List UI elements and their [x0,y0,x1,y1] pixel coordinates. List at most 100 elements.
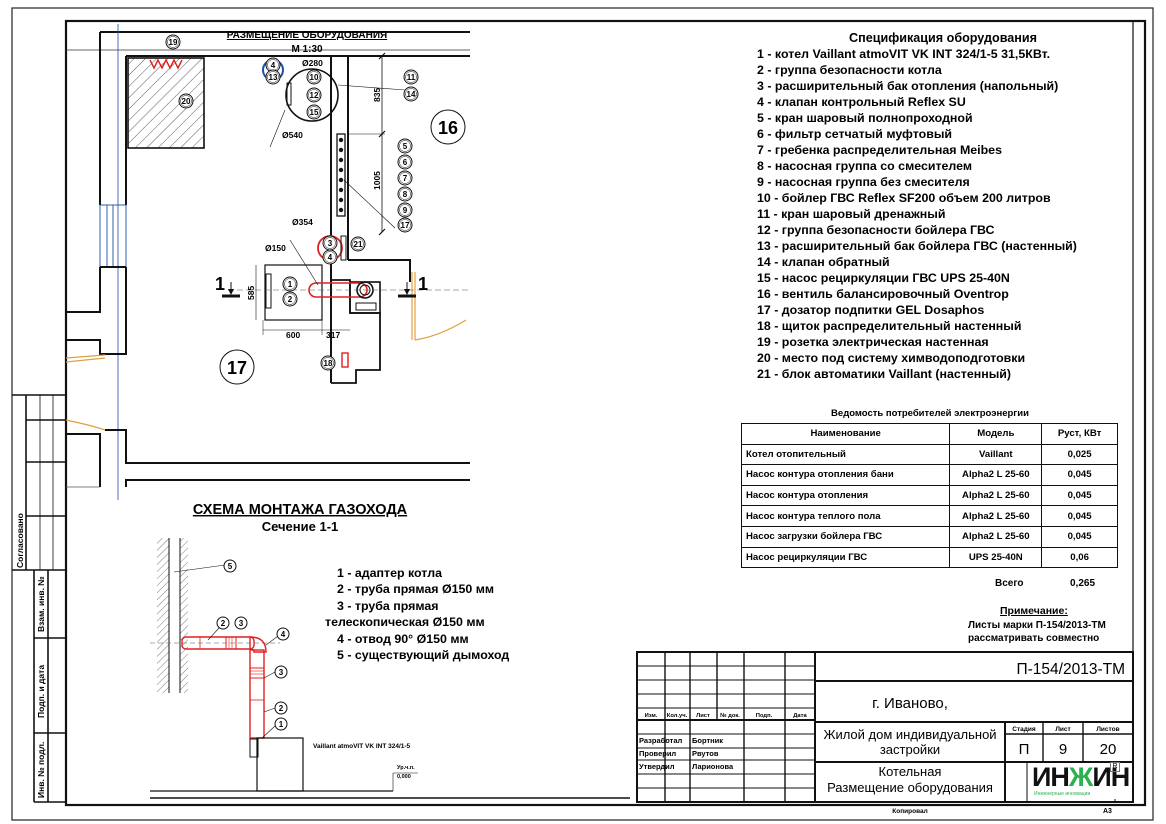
callout-bubble: 8 [397,186,413,202]
callout-bubble: 17 [397,217,413,233]
spec-item: 10 - бойлер ГВС Reflex SF200 объем 200 л… [757,191,1051,205]
note-heading: Примечание: [1000,605,1068,617]
flue-legend-item: 4 - отвод 90° Ø150 мм [337,631,469,646]
section-marker: 1 [215,274,225,294]
spec-item: 20 - место под систему химводоподготовки [757,351,1026,365]
cell-model: UPS 25-40N [949,546,1043,569]
signature-role: Утвердил [639,762,675,771]
revision-header: № док. [720,713,740,719]
flue-callout-bubble: 5 [223,559,237,573]
cell-model: Alpha2 L 25-60 [949,464,1043,486]
callout-number: 5 [228,562,233,571]
object-line1: Жилой дом индивидуальной [823,727,996,742]
spec-item: 3 - расширительный бак отопления (наполь… [757,79,1059,93]
callout-number: 11 [407,73,416,82]
flue-subtitle: Сечение 1-1 [262,519,339,534]
spec-item: 9 - насосная группа без смесителя [757,175,970,189]
flue-section [150,538,630,799]
col-header-model: Модель [949,423,1043,445]
callout-number: 2 [279,704,284,713]
flue-callout-bubble: 3 [234,616,248,630]
spec-item: 7 - гребенка распределительная Meibes [757,143,1002,157]
spec-item: 21 - блок автоматики Vaillant (настенный… [757,367,1012,381]
spec-item: 1 - котел Vaillant atmoVIT VK INT 324/1-… [757,47,1051,61]
callout-bubble: 11 [403,69,419,85]
section-marker: 1 [418,274,428,294]
flue-legend-item: 1 - адаптер котла [337,566,442,580]
signature-name: Бортник [692,736,723,745]
dim-label: Ø150 [265,243,286,253]
callout-number: 12 [310,91,319,100]
registered-mark-icon: R [1110,762,1120,772]
spec-item: 12 - группа безопасности бойлера ГВС [757,223,995,237]
sheets-value: 20 [1100,741,1117,758]
callout-number: 5 [403,142,408,151]
total-value: 0,265 [1070,578,1096,589]
signature-name: Ларионова [692,762,734,771]
callout-number: 3 [239,619,244,628]
col-header-name: Наименование [740,423,951,445]
callout-bubble: 15 [306,104,322,120]
cell-name: Насос контура отопления бани [740,464,951,486]
spec-item: 14 - клапан обратный [757,255,890,269]
revision-header: Лист [696,713,710,719]
total-label: Всего [995,578,1024,589]
signature-role: Разработал [639,736,683,745]
callout-number: 19 [169,38,178,47]
dim-label: Ø540 [282,130,303,140]
stage-header: Стадия [1012,726,1036,733]
callout-bubble: 18 [320,355,336,371]
spec-item: 18 - щиток распределительный настенный [757,319,1022,333]
callout-number: 21 [354,240,363,249]
callout-bubble: 10 [306,69,322,85]
plan-scale: М 1:30 [291,44,323,55]
flue-legend-item: 2 - труба прямая Ø150 мм [337,582,495,597]
side-stamp [12,394,66,803]
flue-callout-bubble: 1 [274,717,288,731]
callout-bubble: 1 [282,276,298,292]
callout-bubble: 14 [403,86,419,102]
cell-model: Alpha2 L 25-60 [949,525,1043,548]
spec-item: 16 - вентиль балансировочный Oventrop [757,287,1009,301]
plan-title: РАЗМЕЩЕНИЕ ОБОРУДОВАНИЯ [227,30,387,41]
revision-header: Кол.уч. [667,713,688,719]
sheets-header: Листов [1096,726,1119,733]
spec-item: 8 - насосная группа со смесителем [757,159,973,173]
equipment-spec: Спецификация оборудования 1 - котел Vail… [745,30,1125,382]
cell-power: 0,06 [1041,546,1118,569]
flue-legend-item: телескопическая Ø150 мм [325,615,485,630]
cell-power: 0,045 [1041,464,1118,486]
callout-number: 6 [403,158,408,167]
spec-item: 4 - клапан контрольный Reflex SU [757,95,966,109]
company-logo: ИНЖИН Инженерные инновации R [1030,762,1130,799]
title-block [636,651,1134,803]
callout-bubble: 13 [265,69,281,85]
callout-bubble: 7 [397,170,413,186]
logo-subtitle: Инженерные инновации [1034,791,1091,797]
spec-item: 2 - группа безопасности котла [757,63,942,77]
copied-label: Копировал [892,808,927,815]
sheet-outer-border [11,7,1154,821]
note-line: Листы марки П-154/2013-ТМ [968,620,1106,631]
sheet-frame [64,19,1147,807]
flue-title: СХЕМА МОНТАЖА ГАЗОХОДА [193,502,408,518]
object-line2: застройки [880,742,940,757]
cell-power: 0,025 [1041,443,1118,466]
flue-level-label: Ур.ч.п. [397,765,415,771]
spec-item: 5 - кран шаровый полнопроходной [757,111,973,125]
dim-label: 835 [372,88,382,102]
cell-name: Насос контура отопления [740,484,951,507]
callout-number: 13 [269,73,278,82]
dim-label: 317 [326,330,340,340]
callout-bubble: 2 [282,291,298,307]
spec-item: 17 - дозатор подпитки GEL Dosaphos [757,303,985,317]
consumers-title: Ведомость потребителей электроэнергии [831,408,1029,419]
sheet-header: Лист [1055,726,1070,733]
callout-number: 10 [310,73,319,82]
